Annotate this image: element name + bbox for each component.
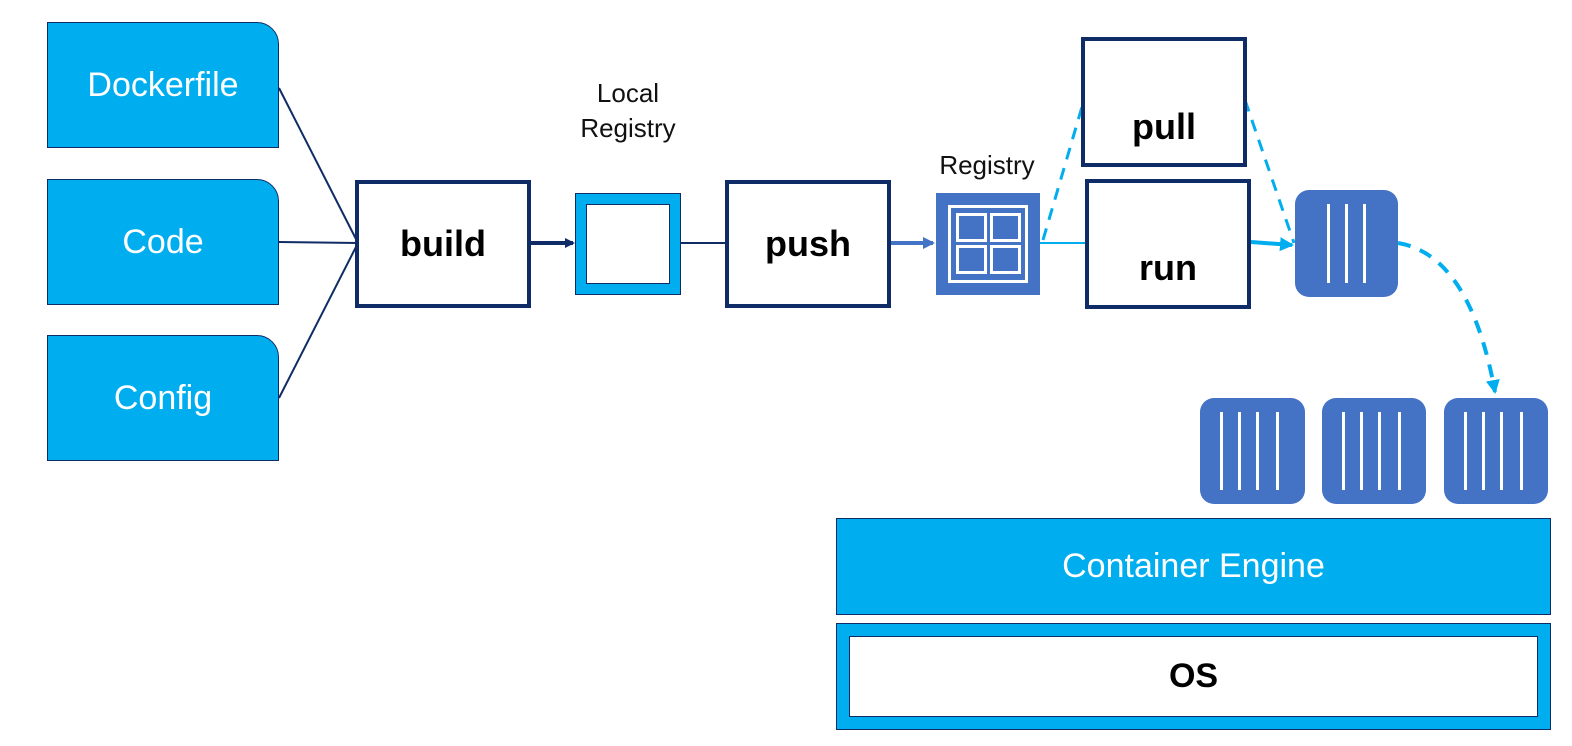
registry-caption-text: Registry bbox=[939, 150, 1035, 180]
os-layer: OS bbox=[836, 623, 1551, 730]
config-connector bbox=[278, 242, 359, 399]
push-label: push bbox=[765, 223, 851, 264]
dockerfile-connector bbox=[278, 87, 359, 244]
run-to-container-arrow bbox=[1250, 237, 1294, 252]
run-label: run bbox=[1139, 247, 1197, 288]
container-engine-label: Container Engine bbox=[1062, 547, 1325, 585]
dockerfile-input: Dockerfile bbox=[47, 22, 279, 148]
os-inner: OS bbox=[849, 636, 1538, 717]
local-registry-caption-line1: Local bbox=[596, 78, 660, 108]
config-input: Config bbox=[47, 335, 279, 461]
build-step: build bbox=[355, 180, 531, 308]
local-registry-caption-line2: Registry bbox=[580, 113, 676, 143]
container-icon bbox=[1444, 398, 1548, 504]
local-registry-inner bbox=[586, 204, 670, 284]
os-label: OS bbox=[1168, 657, 1219, 695]
local-registry-box bbox=[575, 193, 681, 295]
registry-caption: Registry bbox=[918, 148, 1056, 183]
registry-to-pull-dashed bbox=[1041, 99, 1086, 241]
pull-to-container-dashed bbox=[1243, 99, 1296, 244]
config-label: Config bbox=[113, 378, 213, 417]
push-step: push bbox=[725, 180, 891, 308]
dockerfile-label: Dockerfile bbox=[87, 65, 239, 104]
pull-step: pull bbox=[1081, 37, 1247, 167]
code-label: Code bbox=[122, 222, 204, 261]
container-to-cluster-dashed bbox=[1397, 241, 1500, 394]
container-engine-layer: Container Engine bbox=[836, 518, 1551, 615]
run-step: run bbox=[1085, 179, 1251, 309]
pull-label: pull bbox=[1132, 106, 1196, 147]
code-input: Code bbox=[47, 179, 279, 305]
local-registry-caption: Local Registry bbox=[548, 76, 708, 146]
container-icon bbox=[1295, 190, 1398, 297]
container-icon bbox=[1322, 398, 1426, 504]
code-connector bbox=[278, 241, 359, 244]
registry-grid-icon bbox=[936, 193, 1040, 295]
container-icon bbox=[1200, 398, 1305, 504]
build-label: build bbox=[400, 223, 486, 264]
